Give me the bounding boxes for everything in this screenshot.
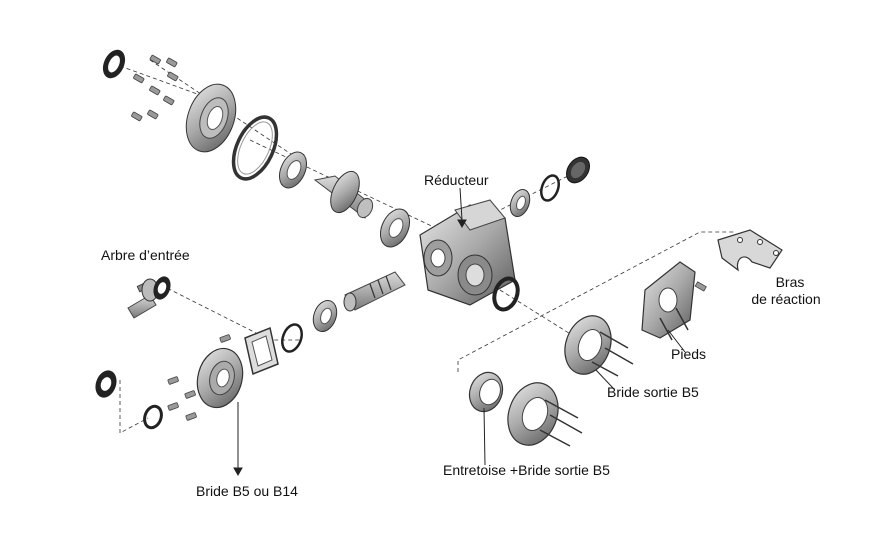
bearing-center: [379, 208, 411, 248]
leader-lines: [233, 187, 686, 477]
worm-wheel-shaft: [313, 170, 374, 219]
oil-seal-top: [102, 49, 126, 79]
label-bras-line2: de réaction: [751, 291, 821, 307]
label-bride-b5-b14: Bride B5 ou B14: [196, 483, 298, 499]
end-cap: [566, 156, 590, 184]
input-shaft-seal: [153, 276, 171, 300]
reaction-arm: [717, 229, 783, 272]
output-flange-b5: [564, 315, 634, 377]
flange-bolts-input: [167, 334, 231, 421]
gasket: [231, 115, 279, 181]
label-pieds: Pieds: [671, 346, 707, 362]
reaction-arm-bolt: [694, 281, 707, 292]
label-bride-sortie-b5: Bride sortie B5: [607, 384, 699, 400]
label-reducteur: Réducteur: [424, 172, 489, 188]
label-bras-de-reaction: Bras de réaction: [736, 274, 836, 308]
input-flange-b5-b14: [196, 347, 244, 409]
circlip-lower-left: [143, 404, 163, 430]
circlip-right: [540, 174, 560, 202]
label-bras-line1: Bras: [775, 274, 805, 290]
input-shaft: [127, 278, 159, 319]
label-entretoise-bride: Entretoise +Bride sortie B5: [443, 462, 610, 478]
worm-shaft: [343, 271, 406, 312]
label-arbre-entree: Arbre d’entrée: [101, 247, 190, 263]
output-cover: [185, 83, 237, 153]
flange-gasket-input: [244, 326, 279, 376]
bearing-worm: [312, 300, 338, 332]
oil-seal-housing: [492, 276, 520, 312]
spacer-entretoise: [468, 371, 504, 413]
output-flange-b5-with-spacer: [507, 382, 583, 447]
bearing-upper-left: [278, 151, 308, 189]
circlip-worm: [281, 323, 303, 353]
gearbox-housing: [419, 199, 516, 306]
oil-seal-lower-left: [95, 370, 117, 398]
mounting-feet: [641, 261, 696, 341]
bearing-right: [509, 188, 531, 218]
cover-bolts: [131, 54, 179, 122]
